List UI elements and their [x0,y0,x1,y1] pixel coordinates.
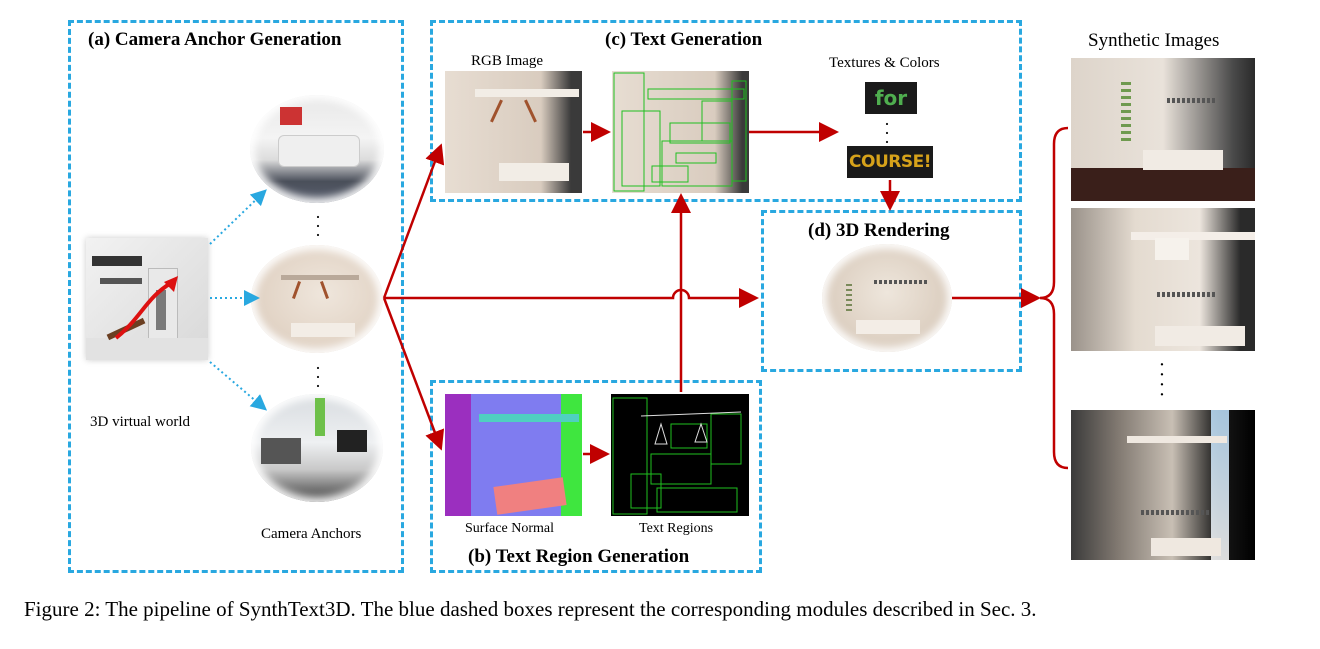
camera-anchors-label: Camera Anchors [261,526,362,542]
synthetic-image-1 [1071,58,1255,201]
text-regions-label: Text Regions [639,521,714,536]
virtual-world-label: 3D virtual world [90,414,190,430]
texture-dots: ··· [884,114,890,152]
rgb-image-label: RGB Image [471,53,544,69]
texture-sample-for: for [865,82,917,114]
virtual-world-image [86,238,208,360]
synthetic-dots: ···· [1158,354,1166,406]
texture-sample-course: COURSE! [847,146,933,178]
synthetic-image-2 [1071,208,1255,351]
surface-normal-image [445,394,582,516]
module-d-title: (d) 3D Rendering [808,220,950,241]
anchor-dots-1: ··· [315,207,321,245]
module-c-box [430,20,1022,202]
module-b-box [430,380,762,573]
rgb-text-regions-image [612,71,749,193]
text-regions-image [611,394,749,516]
synthetic-image-3 [1071,410,1255,560]
rendered-image [822,244,952,352]
module-a-title: (a) Camera Anchor Generation [88,29,342,50]
module-b-title: (b) Text Region Generation [468,546,690,567]
surface-normal-label: Surface Normal [465,521,555,536]
camera-anchor-2 [251,245,383,353]
module-a-box [68,20,404,573]
figure-caption: Figure 2: The pipeline of SynthText3D. T… [24,597,1037,621]
module-c-title: (c) Text Generation [605,29,763,50]
camera-anchor-1 [250,95,384,203]
anchor-dots-2: ··· [315,358,321,396]
rgb-image [445,71,582,193]
camera-anchor-3 [251,394,383,502]
module-d-box [761,210,1022,372]
synthetic-images-label: Synthetic Images [1088,30,1220,51]
textures-colors-label: Textures & Colors [829,55,940,71]
